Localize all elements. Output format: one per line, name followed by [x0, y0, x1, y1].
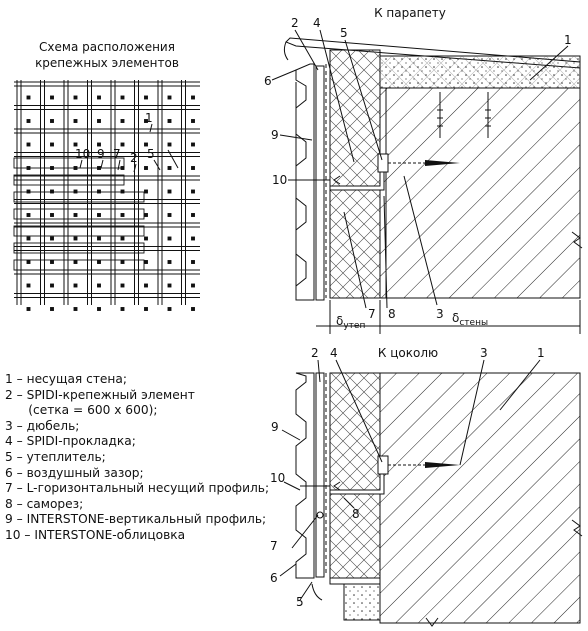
bottom-callout-3: 3 [480, 346, 488, 360]
scheme-label-1: 1 [145, 111, 153, 125]
bottom-callout-1: 1 [537, 346, 545, 360]
scheme-title-line1: Схема расположения [39, 40, 175, 54]
bottom-section-drawing [279, 359, 583, 627]
scheme-label-7: 7 [113, 147, 121, 161]
scheme-grid [13, 80, 200, 311]
legend-item-8: 8 – саморез; [5, 496, 84, 511]
bottom-callout-8: 8 [352, 507, 360, 521]
legend-item-9: 9 – INTERSTONE-вертикальный профиль; [5, 512, 267, 527]
top-callout-2: 2 [291, 16, 299, 30]
top-callout-6: 6 [264, 74, 272, 88]
delta-wall: δстены [452, 311, 488, 328]
scheme-title-line2: крепежных элементов [35, 56, 179, 70]
delta-insulation: δутеп [336, 314, 365, 331]
top-callout-3: 3 [436, 307, 444, 321]
scheme-label-5: 5 [147, 147, 155, 161]
legend-item-2-note: (сетка = 600 х 600); [5, 403, 158, 418]
bottom-section-callouts: 2 4 3 1 9 10 8 7 6 5 [270, 346, 545, 609]
bottom-callout-5: 5 [296, 595, 304, 609]
bottom-callout-2: 2 [311, 346, 319, 360]
bottom-callout-9: 9 [271, 420, 279, 434]
legend: 1 – несущая стена; 2 – SPIDI-крепежный э… [5, 372, 269, 544]
top-callout-5: 5 [340, 26, 348, 40]
legend-item-6: 6 – воздушный зазор; [5, 465, 144, 480]
top-callout-10: 10 [272, 173, 287, 187]
bottom-section-title: К цоколю [378, 346, 438, 360]
top-callout-9: 9 [271, 128, 279, 142]
legend-item-5: 5 – утеплитель; [5, 449, 106, 464]
top-callout-4: 4 [313, 16, 321, 30]
top-section-callouts: 2 4 5 1 6 9 10 7 8 3 δутеп δстены [264, 16, 572, 331]
legend-item-2: 2 – SPIDI-крепежный элемент [5, 387, 195, 402]
legend-item-4: 4 – SPIDI-прокладка; [5, 434, 136, 449]
top-callout-1: 1 [564, 33, 572, 47]
bottom-callout-6: 6 [270, 571, 278, 585]
legend-item-10: 10 – INTERSTONE-облицовка [5, 527, 186, 542]
top-section-drawing [271, 29, 583, 334]
scheme-label-2: 2 [130, 151, 138, 165]
scheme-label-10: 10 [75, 147, 90, 161]
bottom-callout-10: 10 [270, 471, 285, 485]
bottom-callout-4: 4 [330, 346, 338, 360]
scheme-labels: 1 10 9 7 2 5 [75, 111, 179, 173]
top-section-title: К парапету [374, 6, 446, 20]
legend-item-7: 7 – L-горизонтальный несущий профиль; [5, 481, 270, 496]
legend-item-1: 1 – несущая стена; [5, 372, 127, 386]
top-callout-8: 8 [388, 307, 396, 321]
top-callout-7: 7 [368, 307, 376, 321]
scheme-title: Схема расположения крепежных элементов [35, 40, 179, 70]
legend-item-3: 3 – дюбель; [5, 418, 80, 433]
bottom-callout-7: 7 [270, 539, 278, 553]
scheme-label-9: 9 [97, 147, 105, 161]
